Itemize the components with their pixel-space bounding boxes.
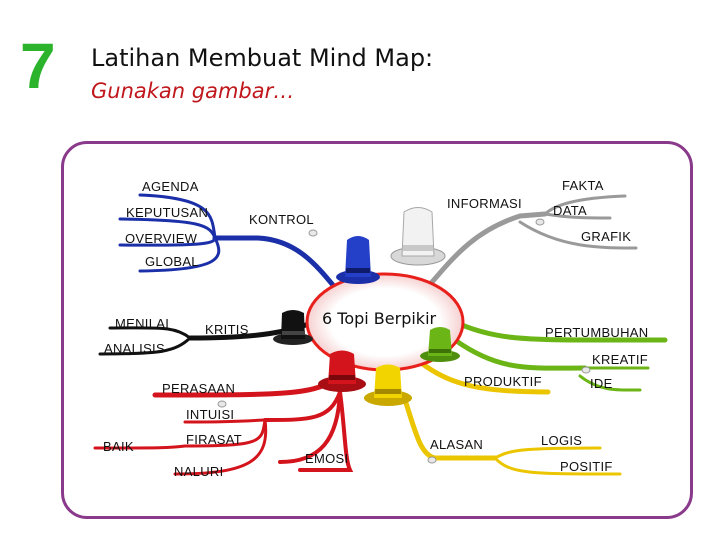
node-perasaan: PERASAAN bbox=[162, 381, 236, 396]
node-kritis: KRITIS bbox=[205, 322, 249, 337]
node-alasan: ALASAN bbox=[430, 437, 484, 452]
slide-title: Latihan Membuat Mind Map: bbox=[91, 44, 434, 72]
node-produktif: PRODUKTIF bbox=[464, 374, 542, 389]
node-agenda: AGENDA bbox=[142, 179, 199, 194]
node-fakta: FAKTA bbox=[562, 178, 604, 193]
node-baik: BAIK bbox=[103, 439, 134, 454]
node-global: GLOBAL bbox=[145, 254, 199, 269]
node-kreatif: KREATIF bbox=[592, 352, 649, 367]
node-keputusan: KEPUTUSAN bbox=[126, 205, 209, 220]
node-pertumbuhan: PERTUMBUHAN bbox=[545, 325, 649, 340]
green-hat-icon bbox=[420, 327, 460, 362]
branch-green bbox=[452, 319, 668, 392]
node-overview: OVERVIEW bbox=[125, 231, 198, 246]
white-hat-icon bbox=[390, 207, 446, 266]
diagram-frame bbox=[61, 141, 693, 519]
node-naluri: NALURI bbox=[174, 464, 224, 479]
red-hat-icon bbox=[318, 350, 366, 392]
node-informasi: INFORMASI bbox=[447, 196, 522, 211]
node-ide: IDE bbox=[590, 376, 613, 391]
branch-knots bbox=[217, 218, 591, 464]
node-firasat: FIRASAT bbox=[186, 432, 243, 447]
node-logis: LOGIS bbox=[541, 433, 583, 448]
slide-subtitle: Gunakan gambar… bbox=[91, 79, 295, 103]
black-hat-icon bbox=[273, 310, 313, 345]
node-data: DATA bbox=[553, 203, 587, 218]
center-label: 6 Topi Berpikir bbox=[322, 309, 437, 328]
slide-number: 7 bbox=[20, 30, 56, 102]
branch-blue bbox=[118, 193, 345, 299]
node-positif: POSITIF bbox=[560, 459, 613, 474]
node-emosi: EMOSI bbox=[305, 451, 349, 466]
blue-hat-icon bbox=[336, 236, 380, 284]
node-menilai: MENILAI bbox=[115, 316, 170, 331]
yellow-hat-icon bbox=[364, 364, 412, 406]
node-grafik: GRAFIK bbox=[581, 229, 632, 244]
node-analisis: ANALISIS bbox=[104, 341, 165, 356]
node-kontrol: KONTROL bbox=[249, 212, 314, 227]
branch-white bbox=[417, 194, 638, 299]
node-intuisi: INTUISI bbox=[186, 407, 235, 422]
